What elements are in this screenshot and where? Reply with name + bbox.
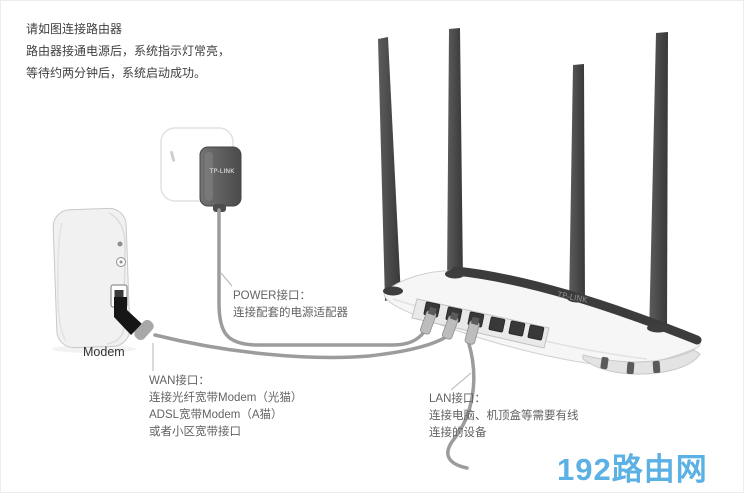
instruction-line: 路由器接通电源后，系统指示灯常亮， [26, 44, 231, 58]
power-callout-title: POWER接口： [233, 290, 311, 302]
router-lan-port [508, 320, 526, 337]
adapter-brand-label: TP-LINK [209, 167, 235, 175]
wan-callout-title: WAN接口： [149, 375, 210, 387]
lan-callout-desc: 连接电脑、机顶盒等需要有线 [429, 410, 579, 422]
antenna-hinge [567, 293, 587, 303]
lan-callout-title: LAN接口： [429, 393, 486, 405]
wan-callout: WAN接口： 连接光纤宽带Modem（光猫） ADSL宽带Modem（A猫） 或… [149, 373, 302, 441]
cable-plugs [419, 306, 480, 345]
watermark: 192路由网 [557, 452, 708, 487]
instructions: 请如图连接路由器 路由器接通电源后，系统指示灯常亮， 等待约两分钟后，系统启动成… [26, 18, 230, 84]
router-stand [582, 349, 701, 375]
power-callout: POWER接口： 连接配套的电源适配器 [233, 288, 348, 322]
router-illustration: TP-LINK [378, 28, 702, 375]
modem-cable-boot [134, 319, 154, 341]
wan-callout-desc: 连接光纤宽带Modem（光猫） [149, 392, 303, 404]
router-antenna [378, 37, 401, 301]
router-lan-port [527, 324, 545, 341]
power-leader-line [220, 272, 233, 287]
instruction-line: 等待约两分钟后，系统启动成功。 [26, 66, 207, 80]
modem-plug [114, 297, 142, 335]
modem-body [52, 207, 131, 349]
lan-leader-line [450, 372, 472, 391]
lan-plug [464, 316, 480, 345]
router-antenna [569, 64, 585, 307]
adapter-cable-nub [213, 204, 226, 212]
modem-ethernet-port-inner [114, 290, 124, 302]
antenna-hinge [445, 269, 465, 279]
router-foot [600, 356, 609, 370]
modem-illustration [52, 207, 154, 349]
lan-cable [446, 342, 476, 470]
power-plug [419, 306, 437, 335]
power-callout-desc: 连接配套的电源适配器 [233, 307, 348, 319]
adapter-highlight [205, 152, 213, 201]
power-cable [217, 208, 426, 347]
instruction-line: 请如图连接路由器 [26, 22, 123, 36]
wan-callout-desc: ADSL宽带Modem（A猫） [149, 409, 283, 421]
antenna-hinge [647, 323, 669, 333]
power-adapter-illustration: TP-LINK [199, 146, 242, 212]
wan-callout-desc: 或者小区宽带接口 [149, 426, 241, 438]
router-foot [652, 360, 661, 374]
modem-led [117, 241, 123, 247]
router-lan-port [488, 316, 506, 333]
router-foot [626, 361, 635, 375]
modem-connector-pin [119, 260, 123, 264]
modem-label: Modem [83, 345, 125, 359]
outlet-slot [170, 150, 176, 162]
modem-edge-left [57, 222, 67, 342]
router-antenna [447, 28, 463, 285]
router-antenna [649, 32, 668, 337]
lan-callout: LAN接口： 连接电脑、机顶盒等需要有线 连接的设备 [429, 391, 579, 442]
wan-cable [153, 333, 448, 360]
lan-callout-desc: 连接的设备 [429, 427, 487, 439]
wan-plug [441, 311, 459, 340]
antenna-hinge [383, 286, 403, 296]
